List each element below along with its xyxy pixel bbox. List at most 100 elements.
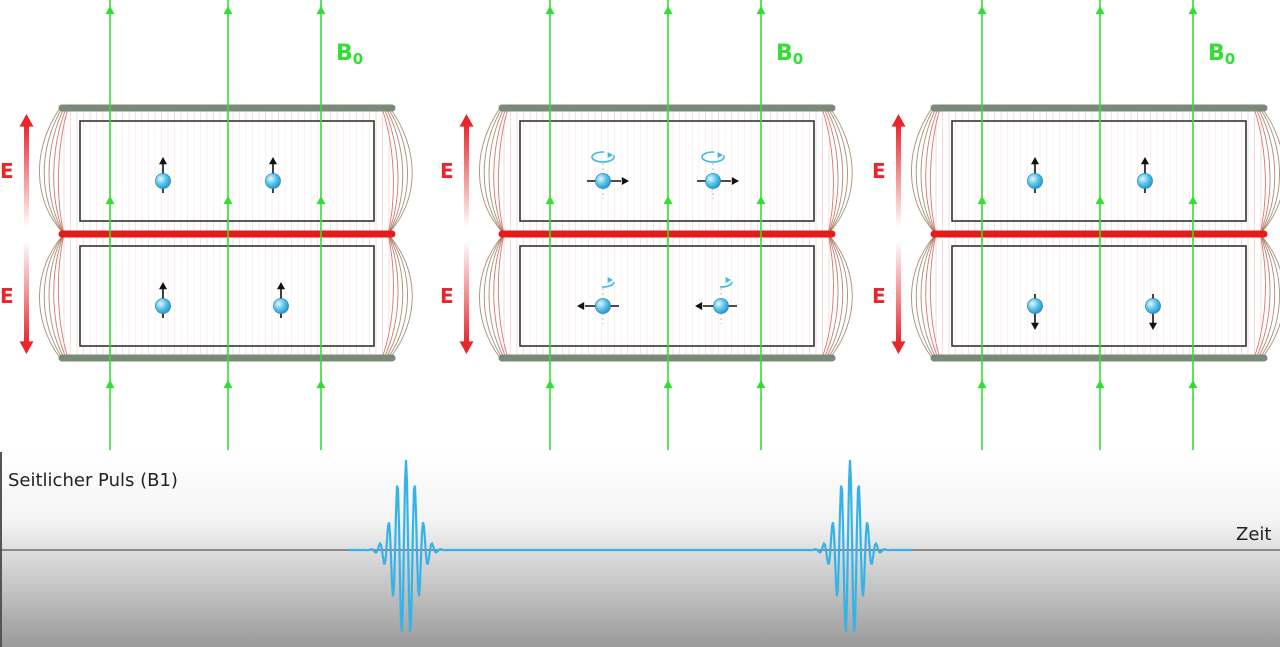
spin-up [155,282,171,318]
field-arrow-head [1095,6,1105,15]
field-arrow-head [105,380,115,389]
b0-field-line [663,0,673,450]
b0-label: B0 [336,41,363,68]
field-arrow-head [316,380,326,389]
efield-arrow-lower [24,240,29,344]
spin-right [587,151,629,199]
spin-arrow-head [695,302,703,310]
spin-particle [705,173,721,189]
spin-down [1145,294,1161,330]
b0-field-line [756,0,766,450]
spin-particle [595,173,611,189]
pulse-axis-title: Seitlicher Puls (B1) [8,470,178,491]
spin-arrow-head [731,177,739,185]
field-arrow-head [977,6,987,15]
spin-left [577,276,619,324]
field-arrow-head [223,196,233,205]
field-arrow-head [1095,380,1105,389]
efield-arrow-head [19,341,34,354]
spin-particle [713,298,729,314]
spin-up [265,157,281,193]
precession-arrow-head [725,277,731,283]
spin-particle [595,298,611,314]
b0-field-line [1095,0,1105,450]
efield-label-upper: E [872,159,886,183]
precession-circle [701,151,725,163]
spin-arrow-head [1149,322,1157,330]
field-arrow-head [977,380,987,389]
precession-circle [709,276,733,288]
spin-particle [1137,173,1153,189]
efield-label-lower: E [440,284,454,308]
field-arrow-head [756,380,766,389]
spin-up [1137,157,1153,193]
field-arrow-head [223,380,233,389]
b0-field-line [223,0,233,450]
spin-particle [1145,298,1161,314]
spin-arrow-head [277,282,285,290]
spin-arrow-head [159,282,167,290]
upper-cell [951,120,1247,222]
upper-cell [519,120,815,222]
lower-cell [951,245,1247,347]
spin-arrow-head [269,157,277,165]
spin-particle [273,298,289,314]
efield-label-lower: E [872,284,886,308]
efield-arrow-head [459,341,474,354]
spin-particle [265,173,281,189]
b0-field-line [316,0,326,450]
spin-particle [1027,173,1043,189]
spin-particle [1027,298,1043,314]
field-arrow-head [663,380,673,389]
spins [1027,157,1161,330]
spin-up [155,157,171,193]
field-arrow-head [977,196,987,205]
efield-arrow-head [459,114,474,127]
b0-label: B0 [776,41,803,68]
field-arrow-head [545,380,555,389]
efield-arrow-head [19,114,34,127]
field-arrow-head [223,6,233,15]
field-arrow-head [1188,196,1198,205]
efield-arrow-lower [896,240,901,344]
spin-left [695,276,737,324]
field-arrow-head [756,6,766,15]
spin-arrow-head [577,302,585,310]
spin-particle [155,173,171,189]
field-arrow-head [545,6,555,15]
efield-label-lower: E [0,284,14,308]
time-axis-label: Zeit [1236,524,1271,545]
efield-arrows [459,114,474,354]
efield-arrows [19,114,34,354]
field-arrow-head [663,196,673,205]
precession-circle [591,151,615,163]
field-arrow-head [105,6,115,15]
field-arrow-head [1095,196,1105,205]
lower-cell [519,245,815,347]
spin-right [697,151,739,199]
spin-arrow-head [621,177,629,185]
spin-up [1027,157,1043,193]
field-arrow-head [316,6,326,15]
efield-arrow-head [891,114,906,127]
field-arrow-head [756,196,766,205]
precession-arrow-head [717,152,723,158]
spin-arrow-head [159,157,167,165]
precession-circle [591,276,615,288]
precession-arrow-head [607,152,613,158]
b0-field-line [1188,0,1198,450]
precession-arrow-head [607,277,613,283]
b1-pulse-trace [348,459,912,632]
efield-arrow-upper [464,124,469,228]
spins [155,157,289,318]
lower-cell [79,245,375,347]
field-arrow-head [316,196,326,205]
spin-down [1027,294,1043,330]
field-arrow-head [545,196,555,205]
efield-arrow-lower [464,240,469,344]
b0-field-line [545,0,555,450]
